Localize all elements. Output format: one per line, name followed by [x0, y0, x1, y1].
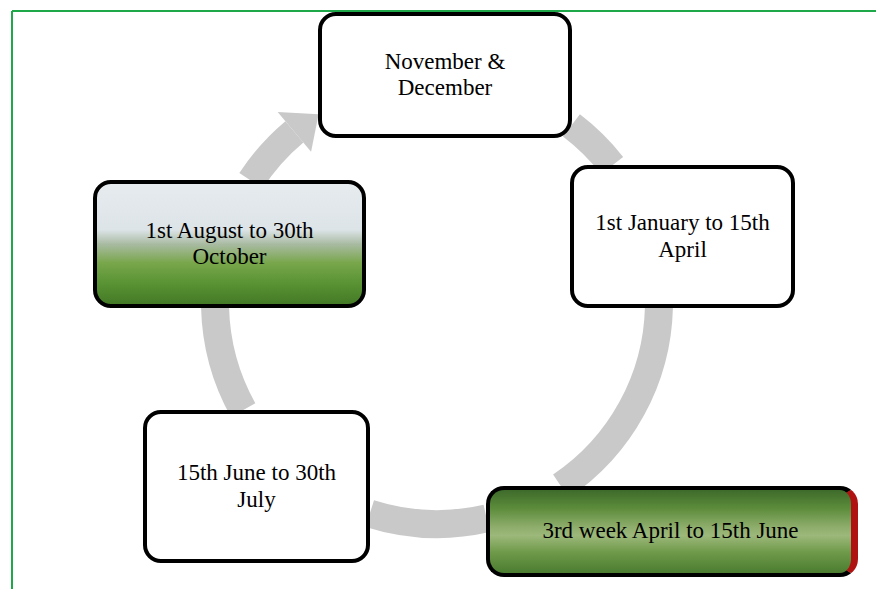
period-box: November & December — [318, 12, 572, 138]
period-box: 3rd week April to 15th June — [486, 486, 858, 577]
period-box: 15th June to 30th July — [143, 410, 370, 563]
cycle-arc — [251, 112, 319, 181]
arc-line — [215, 307, 243, 410]
period-label: 15th June to 30th July — [162, 460, 352, 513]
arc-line — [561, 307, 659, 486]
arc-line — [571, 125, 612, 165]
period-box: 1st January to 15th April — [570, 165, 795, 308]
arc-line — [370, 514, 487, 524]
cycle-arc — [370, 514, 487, 524]
period-label: 1st January to 15th April — [588, 210, 778, 263]
period-label: 1st August to 30th October — [107, 218, 352, 271]
arc-line — [251, 132, 294, 181]
arrow-head — [278, 112, 319, 152]
frame-left-line — [11, 11, 13, 589]
cycle-arc — [561, 307, 659, 486]
cycle-arc — [215, 307, 243, 410]
period-label: 3rd week April to 15th June — [542, 518, 798, 544]
period-box: 1st August to 30th October — [93, 180, 366, 308]
cycle-arc — [571, 125, 612, 165]
period-label: November & December — [335, 49, 555, 102]
